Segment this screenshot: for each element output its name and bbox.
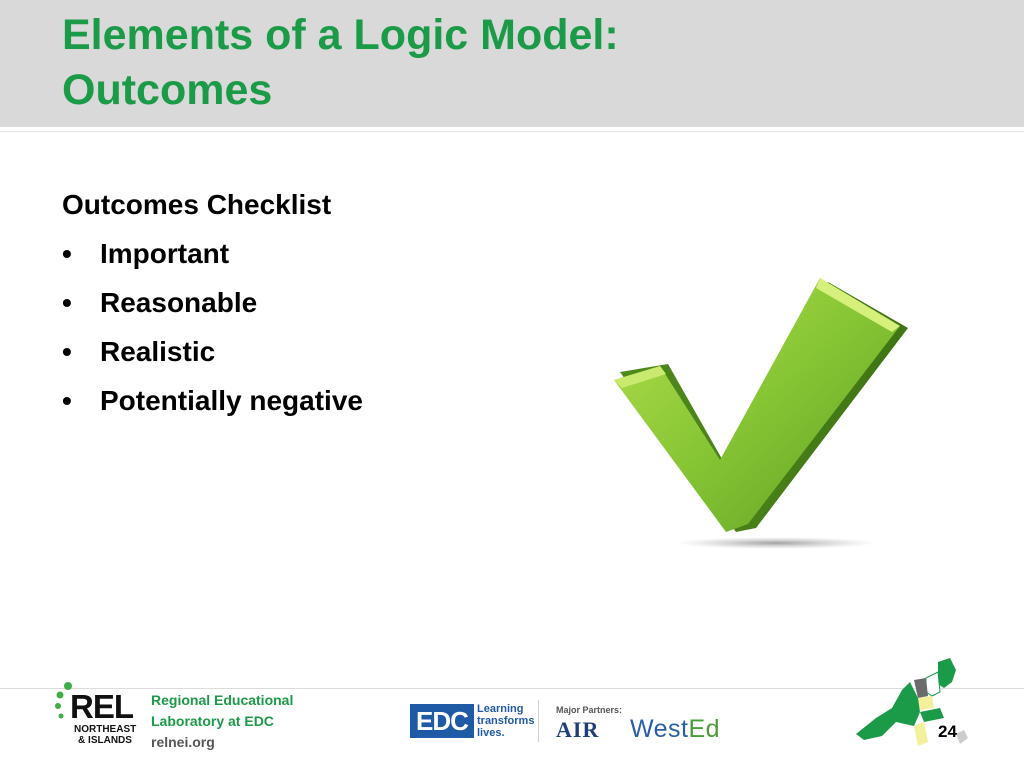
lab-line-2: Laboratory at EDC: [151, 713, 274, 729]
edc-tag-line-3: lives.: [477, 727, 505, 739]
wested-part-1: West: [630, 715, 689, 743]
lab-url[interactable]: relnei.org: [151, 734, 215, 750]
northeast-map-icon: [856, 658, 968, 746]
list-item: • Reasonable: [62, 284, 363, 322]
partners-label: Major Partners:: [556, 705, 623, 715]
list-item-label: Realistic: [100, 336, 216, 367]
page-number: 24: [938, 722, 957, 741]
list-item-label: Important: [100, 238, 230, 269]
checkmark-icon: [614, 278, 908, 549]
slide-title: Elements of a Logic Model: Outcomes: [62, 8, 962, 118]
wested-logo: WestEd: [630, 715, 720, 744]
list-item-label: Potentially negative: [100, 385, 363, 416]
list-item: • Important: [62, 235, 363, 273]
rel-dots-icon: [55, 682, 72, 719]
wested-part-2: Ed: [688, 715, 721, 743]
rel-logo-word: REL: [70, 688, 134, 725]
title-line-1: Elements of a Logic Model:: [62, 11, 619, 59]
lab-name: Regional Educational Laboratory at EDC r…: [151, 690, 293, 753]
list-item: • Realistic: [62, 333, 363, 371]
checklist-items: • Important • Reasonable • Realistic • Poten…: [62, 235, 363, 420]
bullet-icon: •: [62, 287, 72, 318]
checklist-heading: Outcomes Checklist: [62, 189, 332, 220]
footer-divider: [538, 700, 539, 742]
title-band: [0, 0, 1024, 127]
list-item-label: Reasonable: [100, 287, 258, 318]
title-rule: [0, 131, 1024, 132]
list-item: • Potentially negative: [62, 382, 363, 420]
edc-tag-line-2: transforms: [477, 715, 535, 727]
rel-logo-subtitle: NORTHEAST & ISLANDS: [74, 724, 136, 746]
bullet-icon: •: [62, 385, 72, 416]
edc-logo: EDC: [410, 704, 474, 738]
edc-tagline: Learning transforms lives.: [477, 703, 534, 739]
footer-rule: [0, 688, 1024, 689]
title-line-2: Outcomes: [62, 66, 273, 114]
outcomes-checklist: Outcomes Checklist • Important • Reasonabl…: [62, 186, 363, 420]
bullet-icon: •: [62, 336, 72, 367]
rel-sub-line-1: NORTHEAST: [74, 724, 137, 735]
air-logo: AIR: [556, 717, 600, 742]
edc-tag-line-1: Learning: [477, 703, 524, 715]
lab-line-1: Regional Educational: [151, 692, 294, 708]
rel-sub-line-2: & ISLANDS: [78, 735, 132, 746]
bullet-icon: •: [62, 238, 72, 269]
